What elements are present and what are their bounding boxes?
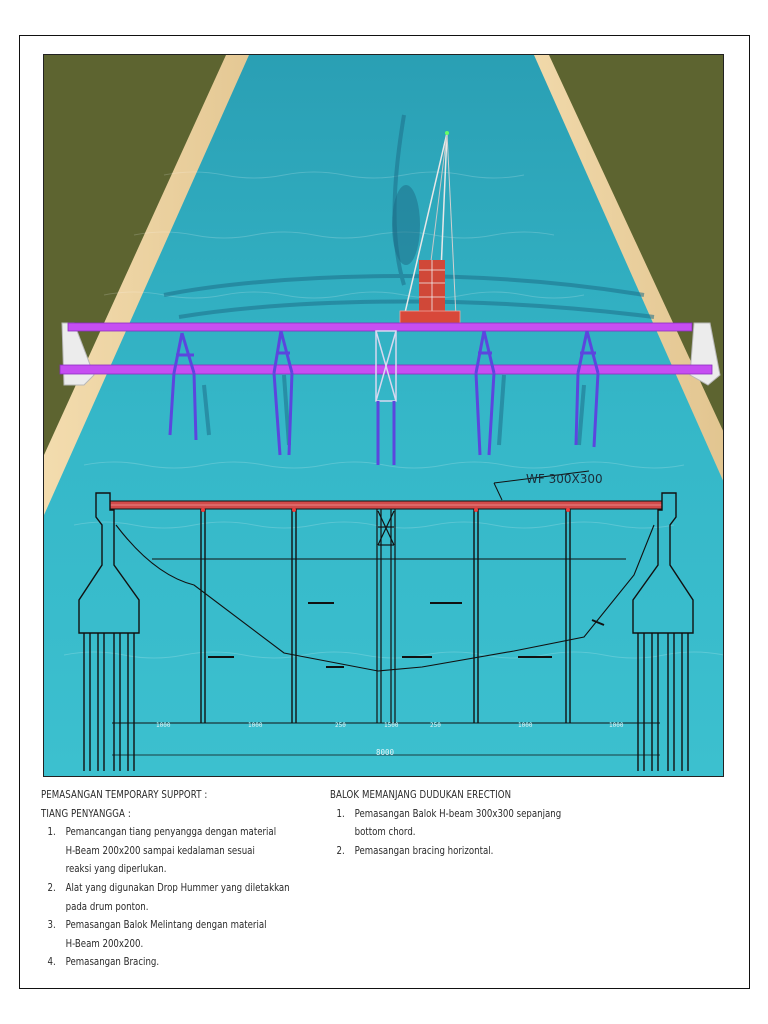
note-line: Pemasangan Balok Melintang dengan materi… bbox=[65, 919, 267, 932]
note-item: 4. Pemasangan Bracing. bbox=[41, 953, 312, 972]
temporary-piles bbox=[200, 509, 571, 723]
member-dimension-label: 1000 bbox=[156, 722, 171, 729]
member-dimension-label: 250 bbox=[335, 722, 346, 729]
left-abutment-piles bbox=[83, 633, 135, 771]
note-item: 1. Pemancangan tiang penyangga dengan mat… bbox=[41, 823, 312, 879]
pile-caps bbox=[201, 508, 570, 512]
right-abutment-piles bbox=[637, 633, 689, 771]
notes-left-subtitle: TIANG PENYANGGA : bbox=[41, 807, 131, 820]
beam-label: WF 300X300 bbox=[526, 472, 603, 486]
total-span-label: 8000 bbox=[376, 748, 395, 757]
note-number: 3. bbox=[47, 919, 56, 932]
note-number: 2. bbox=[336, 844, 345, 857]
note-line: Pemasangan Bracing. bbox=[65, 956, 160, 969]
note-item: 3. Pemasangan Balok Melintang dengan mate… bbox=[41, 916, 312, 953]
note-item: 2. Alat yang digunakan Drop Hummer yang d… bbox=[41, 879, 312, 916]
temporary-support-notes: PEMASANGAN TEMPORARY SUPPORT : TIANG PEN… bbox=[41, 786, 312, 972]
river-water bbox=[44, 55, 723, 776]
bridge-rendering: WF 300X300 1000 1000 250 1500 250 1000 1000 80… bbox=[43, 54, 724, 777]
member-dimension-label: 1000 bbox=[248, 722, 263, 729]
elevation-drawing bbox=[78, 470, 694, 771]
note-line: Alat yang digunakan Drop Hummer yang dil… bbox=[65, 881, 290, 894]
drawing-frame bbox=[19, 35, 750, 989]
note-number: 1. bbox=[47, 826, 56, 839]
note-line: pada drum ponton. bbox=[65, 900, 149, 913]
note-item: 2. Pemasangan bracing horizontal. bbox=[330, 842, 601, 861]
crane-on-pontoon bbox=[399, 131, 461, 324]
notes-left-list: 1. Pemancangan tiang penyangga dengan mat… bbox=[41, 823, 312, 972]
note-number: 4. bbox=[47, 956, 56, 969]
note-number: 2. bbox=[47, 881, 56, 894]
notes-left-title: PEMASANGAN TEMPORARY SUPPORT : bbox=[41, 789, 208, 801]
temporary-pile-bents bbox=[168, 330, 600, 456]
notes-right-title: BALOK MEMANJANG DUDUKAN ERECTION bbox=[330, 789, 512, 801]
center-pile-bent bbox=[375, 330, 397, 465]
note-number: 1. bbox=[336, 807, 345, 820]
member-dimension-label: 1000 bbox=[609, 722, 624, 729]
center-bent-elevation bbox=[376, 509, 396, 723]
erection-beam-notes: BALOK MEMANJANG DUDUKAN ERECTION 1. Pemas… bbox=[330, 786, 601, 860]
member-dimension-label: 250 bbox=[430, 722, 441, 729]
right-abutment-elevation bbox=[632, 492, 694, 634]
member-dimension-label: 1500 bbox=[384, 722, 399, 729]
member-dimension-label: 1000 bbox=[518, 722, 533, 729]
riverbed-profile bbox=[115, 524, 655, 672]
note-line: reaksi yang diperlukan. bbox=[65, 863, 167, 876]
note-line: H-Beam 200x200. bbox=[65, 937, 144, 950]
left-abutment-elevation bbox=[78, 492, 140, 634]
note-line: Pemasangan bracing horizontal. bbox=[354, 844, 494, 857]
note-line: bottom chord. bbox=[354, 826, 416, 839]
structure-shadow bbox=[163, 114, 655, 446]
notes-right-list: 1. Pemasangan Balok H-beam 300x300 sepanj… bbox=[330, 805, 601, 861]
note-item: 1. Pemasangan Balok H-beam 300x300 sepanj… bbox=[330, 805, 601, 842]
note-line: H-Beam 200x200 sampai kedalaman sesuai bbox=[65, 844, 255, 857]
note-line: Pemasangan Balok H-beam 300x300 sepanjan… bbox=[354, 807, 562, 820]
member-dimension-labels: 1000 1000 250 1500 250 1000 1000 bbox=[156, 722, 624, 729]
note-line: Pemancangan tiang penyangga dengan mater… bbox=[65, 826, 277, 839]
